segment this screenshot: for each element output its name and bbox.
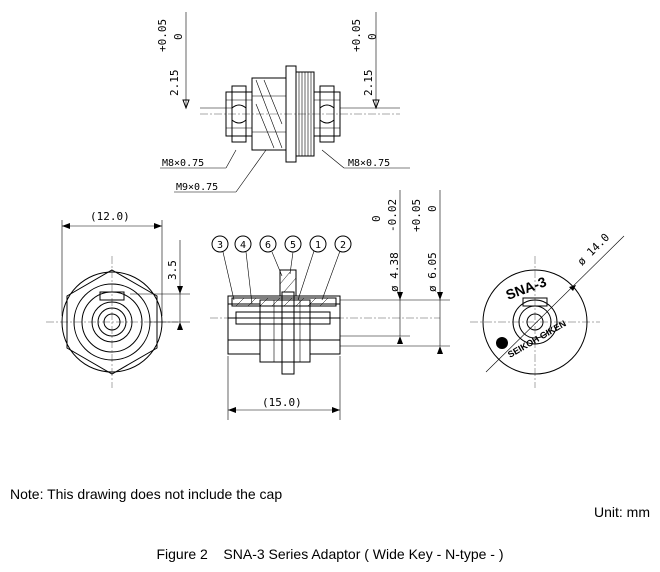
- outer-tol-lower: 0: [426, 205, 439, 212]
- drawing-note: Note: This drawing does not include the …: [10, 486, 283, 502]
- bore-tol-upper: 0: [370, 215, 383, 222]
- top-view: 2.15 +0.05 0 2.15 +0.05 0 M8×0.75 M9×0.7…: [156, 12, 410, 193]
- part-balloon-1: 1: [315, 240, 321, 251]
- front-view: (12.0) 3.5: [46, 210, 190, 388]
- section-length-dim: (15.0): [262, 396, 302, 409]
- bore-dim-value: ø 4.38: [388, 252, 401, 292]
- section-view: 3 4 6 5 1 2 (15.0) ø 4.38 0 -0.02 ø 6.05: [210, 190, 450, 420]
- dim-left-tol-lower: 0: [172, 33, 185, 40]
- technical-drawing: 2.15 +0.05 0 2.15 +0.05 0 M8×0.75 M9×0.7…: [46, 12, 625, 420]
- side-diameter-dim: ø 14.0: [575, 231, 612, 268]
- part-balloon-2: 2: [340, 240, 346, 251]
- thread-left-label: M8×0.75: [162, 158, 204, 169]
- front-height-dim: 3.5: [166, 260, 179, 280]
- part-balloon-3: 3: [217, 240, 223, 251]
- dim-right-value: 2.15: [362, 70, 375, 97]
- thread-mid-label: M9×0.75: [176, 182, 218, 193]
- figure-caption: Figure 2 SNA-3 Series Adaptor ( Wide Key…: [156, 546, 504, 562]
- outer-dim-value: ø 6.05: [426, 252, 439, 292]
- outer-tol-upper: +0.05: [410, 199, 423, 232]
- brand-logo-icon: [496, 337, 508, 349]
- bore-tol-lower: -0.02: [386, 199, 399, 232]
- dim-left-tol-upper: +0.05: [156, 19, 169, 52]
- part-balloon-4: 4: [240, 240, 246, 251]
- dim-right-tol-upper: +0.05: [350, 19, 363, 52]
- brand-name-text: SEIKOH GIKEN: [506, 318, 568, 359]
- dim-right-tol-lower: 0: [366, 33, 379, 40]
- dim-left-value: 2.15: [168, 70, 181, 97]
- side-view: SNA-3 SEIKOH GIKEN ø 14.0: [470, 231, 625, 388]
- part-balloon-5: 5: [290, 240, 296, 251]
- part-balloon-6: 6: [265, 240, 271, 251]
- unit-label: Unit: mm: [594, 504, 650, 520]
- thread-right-label: M8×0.75: [348, 158, 390, 169]
- front-width-dim: (12.0): [90, 210, 130, 223]
